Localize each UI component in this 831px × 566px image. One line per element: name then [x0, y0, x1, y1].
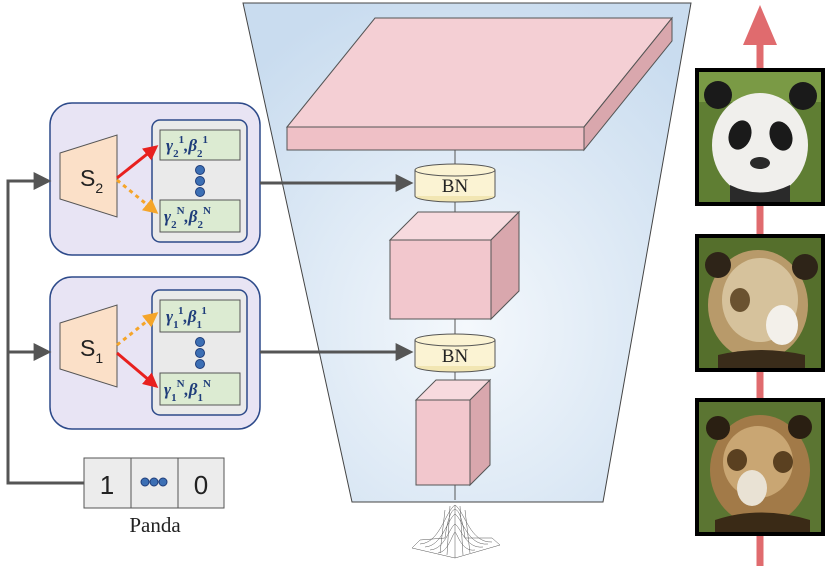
ellipsis-dot [140, 477, 150, 487]
bn-label: BN [442, 176, 469, 197]
panda-photo-icon [695, 68, 825, 206]
ellipsis-dot [195, 176, 205, 186]
class-caption: Panda [129, 513, 181, 537]
ellipsis-dot [195, 348, 205, 358]
panda-photo-icon [695, 398, 825, 536]
class-vector: 1 0 Panda [83, 457, 225, 537]
progress-arrow-head [743, 5, 777, 45]
bn-layer-bottom: BN [414, 333, 496, 373]
panda-photo-icon [695, 234, 825, 372]
selector-panel-s1: S1 γ11,β11 γ1N,β1N [49, 276, 261, 430]
class-vector-last: 0 [194, 470, 208, 500]
selected-arrow [116, 351, 159, 388]
middle-feature-block [388, 210, 521, 321]
ellipsis-dot [195, 337, 205, 347]
selector-s1 [59, 304, 118, 388]
param-cell [159, 129, 241, 161]
selector-panel-s2: S2 γ21,β21 γ2N,β2N [49, 102, 261, 256]
unselected-arrow [116, 312, 159, 347]
ellipsis-dot [149, 477, 159, 487]
gaussian-surface-icon [411, 504, 501, 559]
selector-label: S1 [80, 335, 103, 366]
selector-label: S2 [80, 165, 103, 196]
ellipsis-dot [158, 477, 168, 487]
input-feature-block [414, 378, 492, 487]
ellipsis-dot [195, 165, 205, 175]
class-vector-first: 1 [100, 470, 114, 500]
output-feature-block [285, 16, 674, 152]
ellipsis-dot [195, 359, 205, 369]
ellipsis-dot [195, 187, 205, 197]
class-routing-lines [6, 172, 84, 485]
bn-layer-top: BN [414, 163, 496, 203]
param-cell [159, 372, 241, 406]
param-cell [159, 299, 241, 333]
bn-label: BN [442, 346, 469, 367]
selected-arrow [116, 145, 159, 180]
selector-s2 [59, 134, 118, 218]
unselected-arrow [116, 178, 159, 214]
param-cell [159, 199, 241, 233]
